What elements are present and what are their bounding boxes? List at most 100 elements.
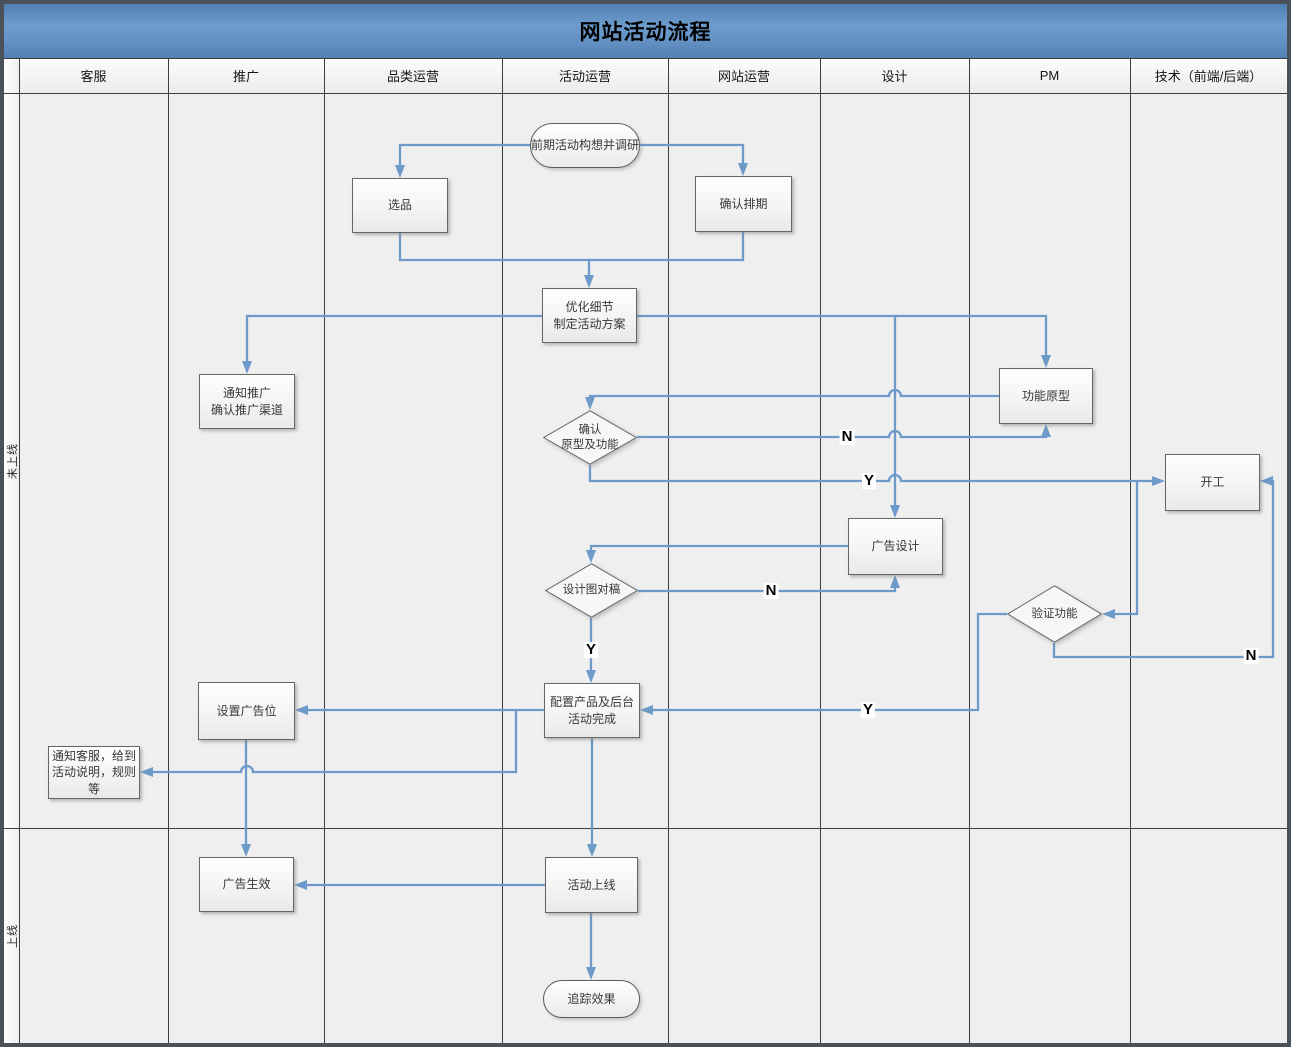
notify-promotion: 通知推广确认推广渠道 xyxy=(199,374,295,429)
node-label: 活动上线 xyxy=(567,877,615,893)
lane-header-5: 网站运营 xyxy=(668,58,820,93)
node-label: 开工 xyxy=(1200,474,1224,490)
notify-customer-service: 通知客服，给到活动说明，规则等 xyxy=(48,746,140,799)
activity-launch: 活动上线 xyxy=(545,857,638,913)
arrowhead-verify-function-n-to-start-development xyxy=(1260,476,1273,486)
verify-function-label-n: N xyxy=(1243,647,1259,665)
arrowhead-confirm-decision-n-to-prototype xyxy=(1041,424,1051,437)
decision-shape xyxy=(543,410,637,465)
arrowhead-refine-plan-to-notify-promotion xyxy=(242,361,252,374)
lane-header-label: 技术（前端/后端） xyxy=(1154,69,1263,84)
node-label-line: 设置广告位 xyxy=(216,703,277,718)
node-label-line: 配置产品及后台 xyxy=(549,695,634,710)
lane-header-label: 设计 xyxy=(881,69,908,84)
node-label: 前期活动构想并调研 xyxy=(531,137,639,153)
arrowhead-select-products-to-refine-plan xyxy=(584,275,594,288)
title-bottom-border xyxy=(4,58,1287,59)
lane-header-6: 设计 xyxy=(820,58,969,93)
lane-border-4 xyxy=(502,58,503,1043)
node-label-line: 活动完成 xyxy=(567,711,616,726)
lane-header-label: 推广 xyxy=(232,69,259,84)
node-label: 选品 xyxy=(388,197,412,213)
lane-header-label: 网站运营 xyxy=(717,69,770,84)
lane-border-6 xyxy=(820,58,821,1043)
lane-border-2 xyxy=(168,58,169,1043)
ads-live: 广告生效 xyxy=(199,857,294,912)
phase-band-label: 未上线 xyxy=(6,442,19,479)
node-label-line: 活动上线 xyxy=(567,877,616,892)
node-label-line: 原型及功能 xyxy=(561,438,619,451)
lane-header-2: 推广 xyxy=(168,58,324,93)
design-review-decision: 设计图对稿 xyxy=(545,563,638,618)
arrowhead-prototype-to-confirm-decision xyxy=(585,397,595,410)
node-label: 配置产品及后台活动完成 xyxy=(550,694,634,726)
node-label-line: 活动说明，规则等 xyxy=(51,765,136,796)
phase-divider xyxy=(4,828,1287,829)
node-label-line: 确认推广渠道 xyxy=(210,402,283,417)
edge-refine-plan-to-function-prototype xyxy=(637,314,1048,360)
node-label-line: 功能原型 xyxy=(1021,388,1070,403)
lane-border-3 xyxy=(324,58,325,1043)
function-prototype: 功能原型 xyxy=(999,368,1093,424)
arrowhead-refine-plan-branch-to-ad-design xyxy=(890,505,900,518)
edge-confirm-schedule-merge xyxy=(589,232,745,262)
arrowhead-set-ad-slots-to-ads-live xyxy=(241,844,251,857)
lane-header-1: 客服 xyxy=(19,58,168,93)
arrowhead-configure-to-activity-launch xyxy=(587,844,597,857)
arrowhead-design-review-n-to-ad-design xyxy=(890,575,900,588)
node-label: 设置广告位 xyxy=(216,703,276,719)
verify-function-decision: 验证功能 xyxy=(1007,585,1102,643)
track-results-terminator: 追踪效果 xyxy=(543,980,640,1018)
verify-function-label-y: Y xyxy=(860,701,876,719)
set-ad-slots: 设置广告位 xyxy=(198,682,295,740)
lane-header-label: 客服 xyxy=(80,69,107,84)
start-development: 开工 xyxy=(1165,454,1260,511)
node-label: 功能原型 xyxy=(1022,388,1070,404)
node-label: 追踪效果 xyxy=(567,991,615,1007)
lane-border-8 xyxy=(1130,58,1131,1043)
lane-header-7: PM xyxy=(969,58,1130,93)
edge-branch-to-verify-function xyxy=(1110,481,1139,616)
edge-start-to-select-products xyxy=(398,143,530,170)
lane-border-7 xyxy=(969,58,970,1043)
decision-shape xyxy=(1007,585,1102,643)
lane-header-corner xyxy=(4,58,19,93)
confirm-prototype-decision: 确认原型及功能 xyxy=(543,410,637,465)
edge-refine-plan-to-notify-promotion xyxy=(245,314,542,366)
node-label-line: 前期活动构想并调研 xyxy=(531,138,640,153)
lane-header-4: 活动运营 xyxy=(502,58,668,93)
node-label-line: 确认 xyxy=(578,423,602,436)
node-label-line: 广告设计 xyxy=(871,539,920,554)
arrowhead-start-to-select-products xyxy=(395,165,405,178)
node-label-line: 制定活动方案 xyxy=(553,316,626,331)
node-label-line: 验证功能 xyxy=(1031,607,1078,620)
node-label-line: 追踪效果 xyxy=(567,991,616,1006)
node-label-line: 确认排期 xyxy=(719,196,768,211)
edge-verify-function-y-to-configure xyxy=(648,612,1007,712)
node-label-line: 开工 xyxy=(1200,475,1225,490)
confirm-decision-label-n: N xyxy=(839,428,855,446)
edge-select-products-to-refine-plan xyxy=(398,233,591,280)
node-label: 通知客服，给到活动说明，规则等 xyxy=(49,748,139,797)
edge-ad-design-to-design-review xyxy=(589,544,848,555)
refine-plan: 优化细节制定活动方案 xyxy=(542,288,637,343)
lane-header-8: 技术（前端/后端） xyxy=(1130,58,1287,93)
lane-border-5 xyxy=(668,58,669,1043)
arrowhead-branch-to-verify-function xyxy=(1102,609,1115,619)
node-label: 广告生效 xyxy=(222,876,270,892)
header-bottom-border xyxy=(4,93,1287,94)
node-label: 通知推广确认推广渠道 xyxy=(211,385,283,417)
edge-start-to-confirm-schedule xyxy=(640,143,745,168)
node-label: 验证功能 xyxy=(1032,607,1078,622)
node-label: 广告设计 xyxy=(871,538,919,554)
design-review-label-n: N xyxy=(763,582,779,600)
arrowhead-verify-function-y-to-configure xyxy=(640,705,653,715)
node-label: 确认原型及功能 xyxy=(561,423,619,453)
lane-border-1 xyxy=(19,58,20,1043)
confirm-decision-label-y: Y xyxy=(861,472,877,490)
arrowhead-ad-design-to-design-review xyxy=(586,550,596,563)
phase-band-label: 上线 xyxy=(6,923,19,948)
configure-products-backend: 配置产品及后台活动完成 xyxy=(544,683,640,738)
